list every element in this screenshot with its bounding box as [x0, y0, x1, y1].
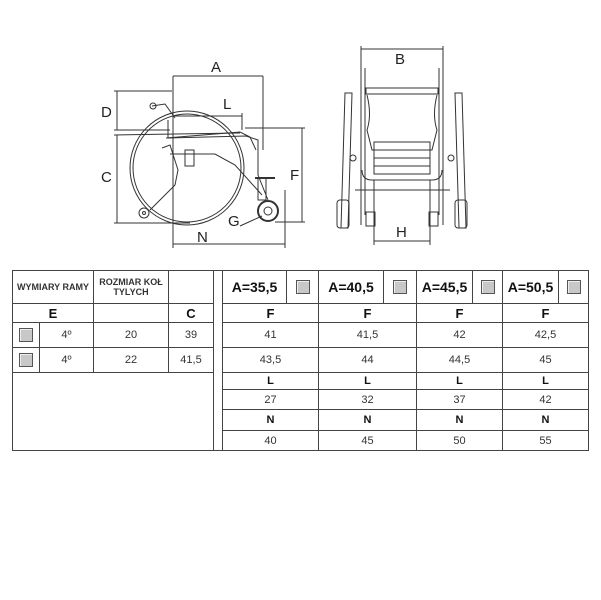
col-label-C: C [168, 303, 214, 323]
label-B: B [395, 51, 405, 68]
col-label-E: E [12, 303, 94, 323]
row-2-F-a50: 45 [502, 347, 589, 373]
label-D: D [101, 104, 112, 121]
header-empty [168, 270, 214, 304]
label-F: F [290, 167, 299, 184]
L-label: L [502, 372, 589, 390]
variant-checkbox-a35[interactable] [286, 270, 319, 304]
row-2-E: 4º [39, 347, 94, 373]
col-label-F: F [502, 303, 589, 323]
col-label-F: F [416, 303, 503, 323]
variant-label-a50: A=50,5 [502, 270, 559, 304]
label-A: A [211, 59, 221, 76]
variant-checkbox-a40[interactable] [383, 270, 417, 304]
row-2-F-a35: 43,5 [222, 347, 319, 373]
L-label: L [416, 372, 503, 390]
row-2-F-a45: 44,5 [416, 347, 503, 373]
N-label: N [318, 409, 417, 431]
label-H: H [396, 224, 407, 241]
checkbox-icon [19, 328, 33, 342]
wheelchair-front-view-diagram: B H [336, 46, 468, 245]
label-C: C [101, 169, 112, 186]
row-1-F-a45: 42 [416, 322, 503, 348]
col-label-empty [93, 303, 169, 323]
row-1-F-a40: 41,5 [318, 322, 417, 348]
row-1-F-a50: 42,5 [502, 322, 589, 348]
L-value-a35: 27 [222, 389, 319, 410]
N-label: N [416, 409, 503, 431]
L-value-a40: 32 [318, 389, 417, 410]
blank-area [12, 372, 214, 451]
row-1-E: 4º [39, 322, 94, 348]
checkbox-icon [295, 280, 310, 294]
col-label-F: F [222, 303, 319, 323]
checkbox-icon [393, 280, 407, 294]
row-1-checkbox[interactable] [12, 322, 40, 348]
variant-checkbox-a45[interactable] [472, 270, 503, 304]
N-label: N [222, 409, 319, 431]
row-1-C: 39 [168, 322, 214, 348]
checkbox-icon [19, 353, 33, 367]
row-2-wheel: 22 [93, 347, 169, 373]
L-label: L [222, 372, 319, 390]
variant-checkbox-a50[interactable] [558, 270, 589, 304]
N-value-a40: 45 [318, 430, 417, 451]
row-2-checkbox[interactable] [12, 347, 40, 373]
header-frame-dimensions: WYMIARY RAMY [12, 270, 94, 304]
row-2-C: 41,5 [168, 347, 214, 373]
L-label: L [318, 372, 417, 390]
N-value-a35: 40 [222, 430, 319, 451]
label-G: G [228, 213, 240, 230]
N-value-a45: 50 [416, 430, 503, 451]
row-1-wheel: 20 [93, 322, 169, 348]
row-2-F-a40: 44 [318, 347, 417, 373]
N-value-a50: 55 [502, 430, 589, 451]
row-1-F-a35: 41 [222, 322, 319, 348]
L-value-a45: 37 [416, 389, 503, 410]
header-rear-wheel-size: ROZMIAR KOŁ TYLYCH [93, 270, 169, 304]
col-label-F: F [318, 303, 417, 323]
variant-label-a45: A=45,5 [416, 270, 473, 304]
checkbox-icon [566, 280, 581, 294]
checkbox-icon [480, 280, 495, 294]
L-value-a50: 42 [502, 389, 589, 410]
label-L: L [223, 96, 231, 113]
label-N: N [197, 229, 208, 246]
variant-label-a35: A=35,5 [222, 270, 287, 304]
wheelchair-side-view-diagram: A D L C F G N [101, 59, 305, 248]
N-label: N [502, 409, 589, 431]
variant-label-a40: A=40,5 [318, 270, 384, 304]
